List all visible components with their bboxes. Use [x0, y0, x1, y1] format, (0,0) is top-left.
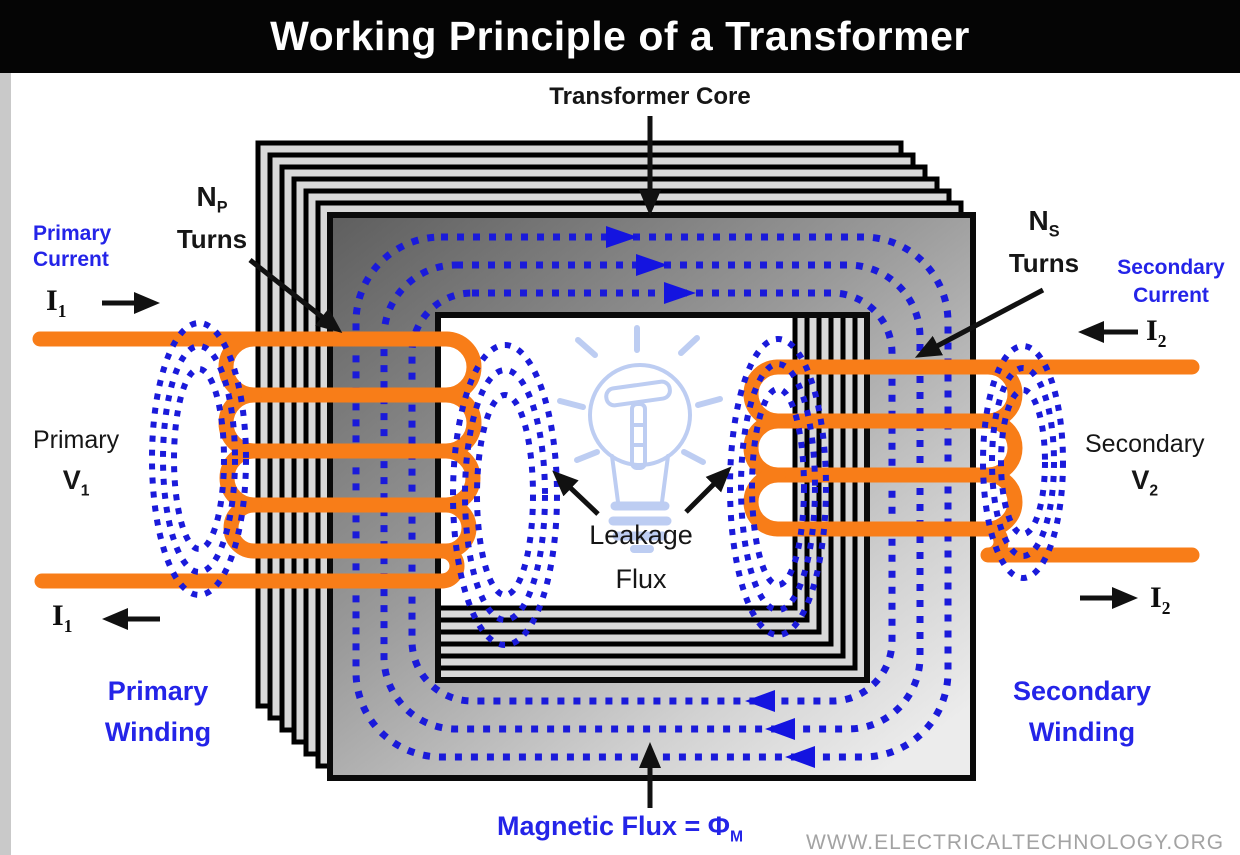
transformer-core-label: Transformer Core — [549, 83, 751, 110]
title-bar: Working Principle of a Transformer — [0, 0, 1240, 73]
arrow-leakage-right — [684, 466, 732, 514]
secondary-current-symbol-bottom: I2 — [1150, 581, 1171, 618]
primary-voltage-label: Primary V1 — [33, 426, 120, 500]
primary-current-label: Primary Current — [33, 222, 112, 271]
arrow-ns-turns — [914, 287, 1045, 358]
primary-current-symbol-top: I1 — [46, 284, 67, 321]
leakage-secondary-inner — [727, 336, 829, 638]
leakage-flux-label: Leakage Flux — [589, 520, 693, 594]
secondary-turns-label: NS Turns — [1008, 205, 1080, 278]
flux-direction-arrows — [606, 226, 815, 768]
primary-turns-label: NP Turns — [176, 181, 248, 254]
primary-winding-label: Primary Winding — [104, 676, 212, 747]
watermark: WWW.ELECTRICALTECHNOLOGY.ORG — [806, 831, 1225, 854]
leakage-flux-ellipses — [149, 320, 1066, 648]
light-bulb-icon — [557, 325, 723, 553]
core-front-face — [327, 212, 976, 781]
primary-current-symbol-bottom: I1 — [52, 599, 73, 636]
arrow-np-turns — [248, 258, 343, 333]
leakage-secondary-outer — [980, 343, 1066, 581]
bulb-rays — [557, 325, 723, 465]
left-margin-strip — [0, 73, 11, 855]
magnetic-flux-label: Magnetic Flux = ΦM — [497, 811, 744, 846]
annotation-arrows — [102, 116, 1138, 808]
leakage-primary-outer — [149, 320, 249, 598]
page-title: Working Principle of a Transformer — [270, 13, 970, 59]
secondary-voltage-label: Secondary V2 — [1085, 430, 1205, 500]
secondary-current-symbol-top: I2 — [1146, 314, 1167, 351]
arrow-leakage-left — [552, 470, 600, 516]
secondary-current-label: Secondary Current — [1117, 256, 1225, 307]
secondary-winding-label: Secondary Winding — [1012, 676, 1152, 747]
